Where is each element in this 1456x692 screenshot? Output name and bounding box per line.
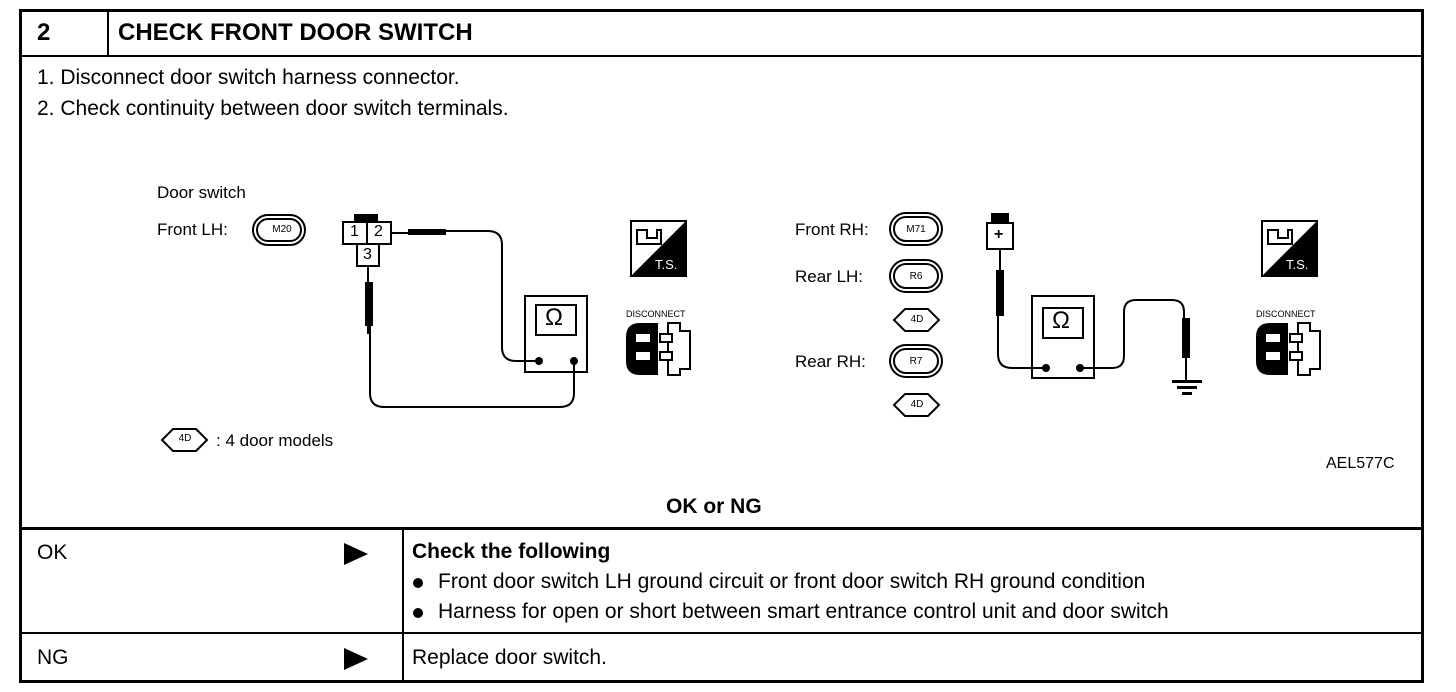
- bullet-icon: [413, 608, 423, 618]
- ohm-symbol-left: Ω: [545, 304, 563, 331]
- ok-arrow-icon: [344, 543, 368, 565]
- connector-badge-r6: [889, 259, 943, 293]
- left-probe-wire-a: [444, 230, 539, 362]
- instruction-1: 1. Disconnect door switch harness connec…: [37, 66, 460, 89]
- connector-m71-label: M71: [906, 224, 926, 235]
- plus-symbol: +: [994, 226, 1004, 243]
- right-probe-wire-b: [1080, 299, 1185, 369]
- figure-id: AEL577C: [1326, 455, 1395, 472]
- connector-badge-r7: [889, 344, 943, 378]
- ts-badge-left: [631, 221, 686, 276]
- ok-item-1: Front door switch LH ground circuit or f…: [438, 570, 1146, 593]
- legend-4d-tag: [160, 428, 209, 452]
- ok-item-2: Harness for open or short between smart …: [438, 600, 1169, 623]
- disconnect-icon-left: [626, 322, 691, 376]
- front-lh-label: Front LH:: [157, 220, 228, 239]
- result-divider: [19, 527, 1424, 530]
- disconnect-icon-right: [1256, 322, 1321, 376]
- rear-lh-4d-text: 4D: [910, 314, 924, 325]
- ohm-symbol-right: Ω: [1052, 307, 1070, 334]
- legend-4d-tag-text: 4D: [178, 433, 192, 444]
- connector-r6-label: R6: [909, 271, 923, 282]
- ok-label: OK: [37, 541, 68, 564]
- rear-rh-label: Rear RH:: [795, 352, 866, 371]
- ts-label-right: T.S.: [1286, 257, 1309, 272]
- rear-rh-4d-tag: [892, 393, 941, 417]
- step-number: 2: [37, 19, 51, 46]
- result-column-divider: [402, 529, 404, 681]
- procedure-table: [19, 9, 1424, 683]
- disconnect-label-left: DISCONNECT: [626, 309, 686, 319]
- front-rh-label: Front RH:: [795, 220, 869, 239]
- ok-or-ng-heading: OK or NG: [666, 495, 762, 518]
- header-divider: [19, 55, 1424, 57]
- ts-label-left: T.S.: [655, 257, 678, 272]
- legend-4d-text: : 4 door models: [216, 431, 334, 450]
- ohmmeter-right: [1031, 295, 1095, 379]
- connector-r7-label: R7: [909, 356, 923, 367]
- step-title: CHECK FRONT DOOR SWITCH: [118, 19, 473, 46]
- right-probe-wire-a: [997, 316, 1046, 369]
- connector-badge-m20: [252, 214, 306, 246]
- connector-m20-label: M20: [272, 224, 292, 235]
- left-probe-wire-b: [369, 330, 575, 408]
- header-column-divider: [107, 9, 109, 56]
- door-switch-title: Door switch: [157, 183, 246, 202]
- rear-lh-4d-tag: [892, 308, 941, 332]
- rear-rh-4d-text: 4D: [910, 399, 924, 410]
- ok-ng-divider: [19, 632, 1424, 634]
- ng-arrow-icon: [344, 648, 368, 670]
- ng-label: NG: [37, 646, 69, 669]
- connector-badge-m71: [889, 212, 943, 246]
- ok-heading: Check the following: [412, 540, 611, 563]
- disconnect-label-right: DISCONNECT: [1256, 309, 1316, 319]
- bullet-icon: [413, 578, 423, 588]
- instruction-2: 2. Check continuity between door switch …: [37, 97, 509, 120]
- terminal-3-label: 3: [363, 246, 372, 263]
- rear-lh-label: Rear LH:: [795, 267, 864, 286]
- ng-action: Replace door switch.: [412, 646, 607, 669]
- terminal-1-label: 1: [350, 223, 359, 240]
- ts-badge-right: [1262, 221, 1317, 276]
- ohmmeter-left: [524, 295, 588, 373]
- terminal-2-label: 2: [374, 223, 383, 240]
